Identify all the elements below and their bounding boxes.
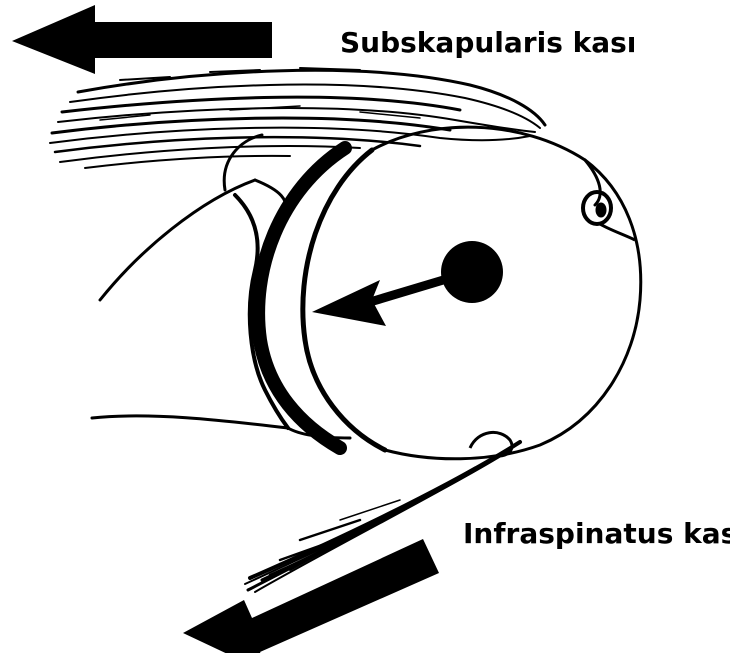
center-of-rotation xyxy=(441,241,503,303)
subscapularis-force-arrow xyxy=(12,5,272,74)
subscapularis-muscle xyxy=(50,68,545,168)
joint-reaction-force-arrow xyxy=(312,241,503,326)
tubercles xyxy=(470,192,635,456)
infraspinatus-label: Infraspinatus kası xyxy=(463,517,730,550)
subscapularis-label: Subskapularis kası xyxy=(340,26,636,59)
